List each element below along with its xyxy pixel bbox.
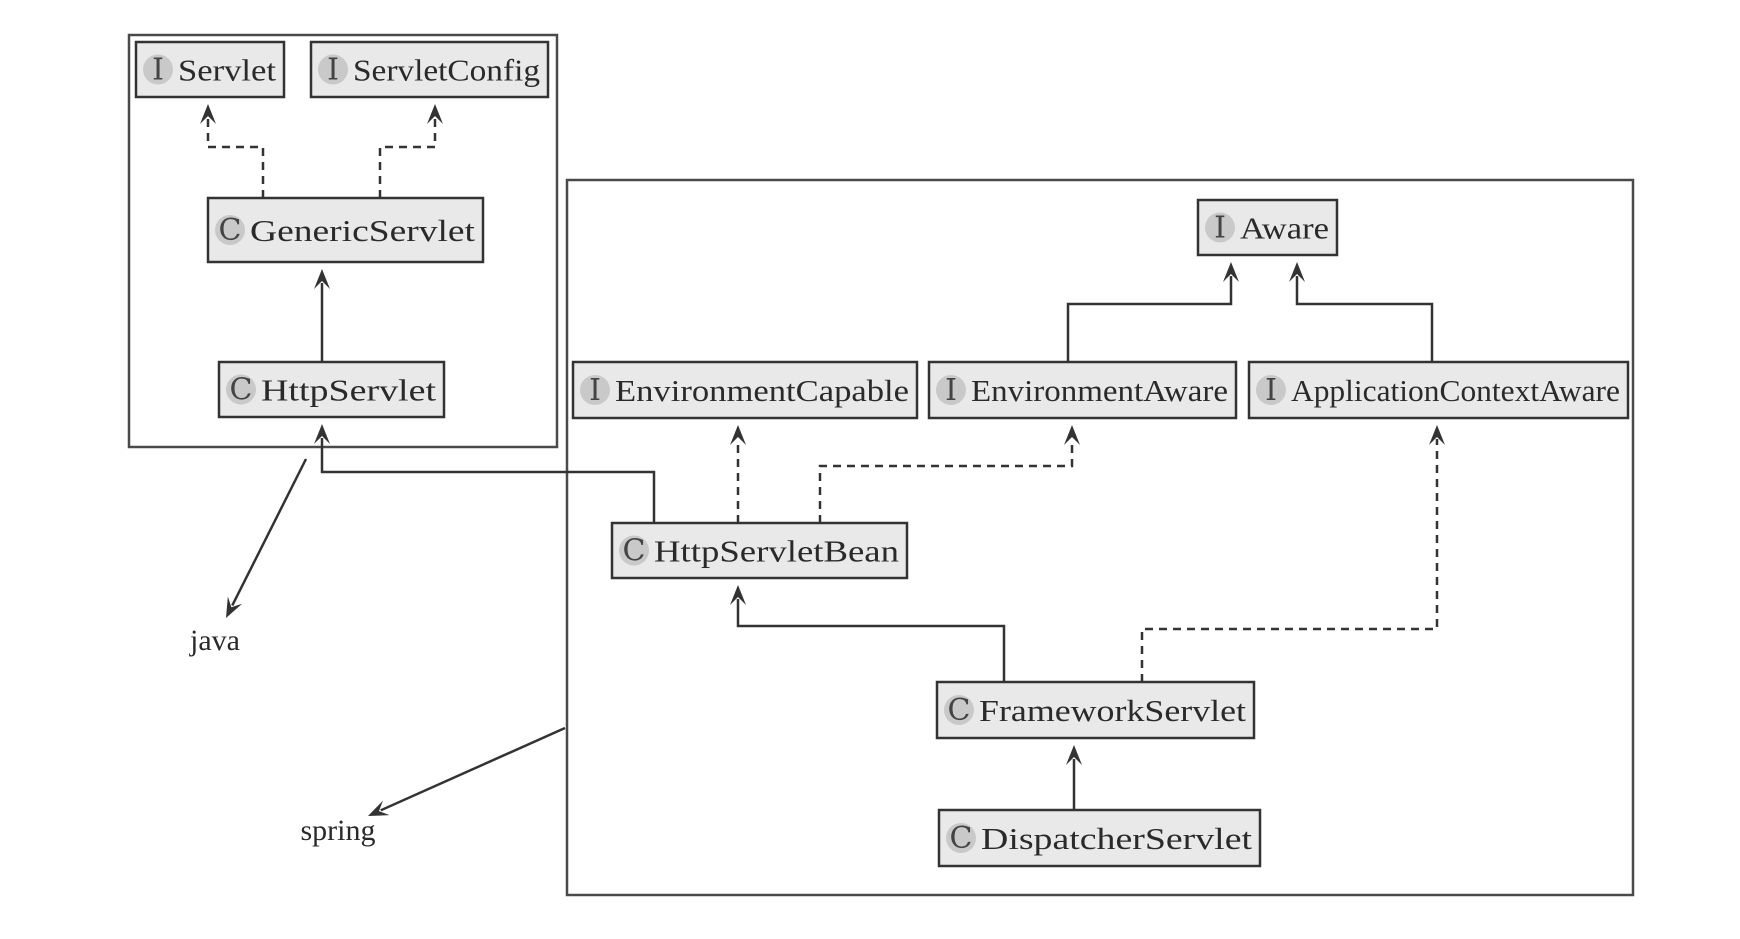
class-node-environmentcapable[interactable]: I EnvironmentCapable: [571, 360, 919, 420]
edge-arrowhead: [1429, 425, 1445, 445]
node-name: FrameworkServlet: [979, 693, 1246, 728]
edge-httpservlet-to-genericservlet: [314, 269, 330, 362]
class-node-applicationcontextaware[interactable]: I ApplicationContextAware: [1247, 360, 1630, 420]
edge-genericservlet-to-servletconfig: [378, 104, 443, 198]
java-callout-line: [231, 458, 308, 607]
class-badge-icon: [226, 374, 256, 405]
class-node-box: [309, 40, 550, 99]
node-name: ServletConfig: [353, 53, 540, 88]
java-package-label: java: [189, 624, 240, 657]
edge-environmentaware-to-aware: [1066, 262, 1239, 362]
class-badge-icon: [215, 215, 245, 245]
class-node-box: [206, 196, 485, 264]
interface-badge-icon: [318, 54, 348, 85]
node-name: EnvironmentAware: [971, 373, 1228, 408]
edge-httpservletbean-to-environmentaware: [818, 425, 1080, 523]
implements-line: [206, 118, 265, 198]
edge-arrowhead: [1066, 745, 1082, 765]
class-node-box: [927, 360, 1238, 420]
node-name: ApplicationContextAware: [1291, 373, 1620, 408]
node-kind-letter: C: [219, 213, 242, 248]
edge-frameworkservlet-to-httpservletbean: [730, 585, 1006, 682]
edge-arrowhead: [1064, 425, 1080, 445]
java-callout-arrowhead: [226, 596, 243, 618]
spring-callout-line: [380, 726, 566, 812]
implements-line: [1140, 439, 1439, 682]
class-node-box: [1247, 360, 1630, 420]
node-kind-letter: C: [948, 693, 971, 728]
class-badge-icon: [944, 695, 974, 725]
spring-package-label: spring: [301, 814, 376, 847]
node-name: EnvironmentCapable: [615, 373, 909, 408]
edge-frameworkservlet-to-applicationcontextaware: [1140, 425, 1445, 682]
class-node-environmentaware[interactable]: I EnvironmentAware: [927, 360, 1238, 420]
node-name: HttpServlet: [261, 373, 436, 408]
edge-httpservletbean-to-httpservlet: [314, 424, 656, 523]
class-node-servletconfig[interactable]: I ServletConfig: [309, 40, 550, 99]
node-name: HttpServletBean: [654, 534, 900, 569]
node-kind-letter: C: [950, 821, 973, 856]
edge-arrowhead: [427, 104, 443, 124]
class-node-aware[interactable]: I Aware: [1196, 198, 1339, 257]
interface-badge-icon: [1205, 212, 1235, 243]
class-node-servlet[interactable]: I Servlet: [134, 40, 286, 99]
node-kind-letter: I: [152, 53, 164, 88]
spring-package-frame: [565, 178, 1635, 897]
edge-arrowhead: [200, 104, 216, 124]
extends-line: [1295, 276, 1434, 362]
class-badge-icon: [619, 535, 649, 566]
implements-line: [378, 118, 437, 198]
edge-arrowhead: [314, 269, 330, 289]
node-name: GenericServlet: [250, 213, 475, 248]
edge-arrowhead: [1289, 262, 1305, 282]
edge-arrowhead: [314, 424, 330, 444]
interface-badge-icon: [143, 54, 173, 85]
node-kind-letter: I: [945, 373, 957, 408]
edge-httpservletbean-to-environmentcapable: [730, 425, 746, 523]
node-kind-letter: C: [230, 373, 253, 408]
implements-line: [818, 439, 1074, 523]
class-node-box: [610, 521, 909, 580]
edge-applicationcontextaware-to-aware: [1289, 262, 1434, 362]
class-node-box: [937, 808, 1262, 868]
node-name: DispatcherServlet: [981, 821, 1252, 856]
edge-arrowhead: [730, 585, 746, 605]
class-badge-icon: [946, 823, 976, 853]
node-kind-letter: I: [1265, 373, 1277, 408]
edge-arrowhead: [1223, 262, 1239, 282]
interface-badge-icon: [580, 375, 610, 405]
edge-genericservlet-to-servlet: [200, 104, 265, 198]
extends-line: [736, 599, 1006, 682]
java-package-frame: [127, 33, 559, 449]
class-node-box: [217, 360, 446, 419]
node-name: Aware: [1240, 211, 1329, 246]
extends-line: [1066, 276, 1233, 362]
node-kind-letter: I: [589, 373, 601, 408]
node-kind-letter: I: [1214, 211, 1226, 246]
node-kind-letter: I: [327, 53, 339, 88]
class-node-box: [935, 680, 1256, 740]
extends-line: [320, 438, 656, 523]
spring-callout-arrowhead: [368, 800, 390, 816]
class-node-box: [571, 360, 919, 420]
edge-dispatcherservlet-to-frameworkservlet: [1066, 745, 1082, 810]
node-kind-letter: C: [623, 534, 646, 569]
node-name: Servlet: [178, 53, 276, 88]
interface-badge-icon: [1256, 375, 1286, 405]
edge-arrowhead: [730, 425, 746, 445]
interface-badge-icon: [936, 375, 966, 405]
